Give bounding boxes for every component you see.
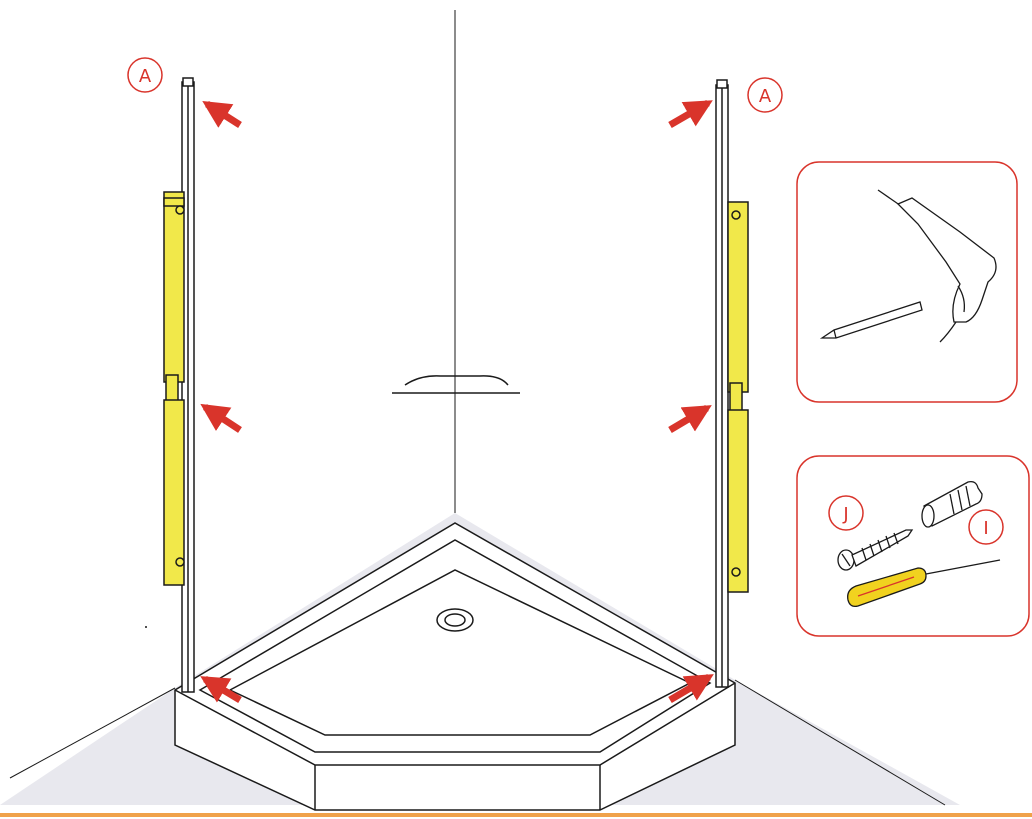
bottom-divider xyxy=(0,813,1032,817)
pencil-icon xyxy=(819,301,923,339)
arrow-right-bottom xyxy=(668,673,714,704)
callout-a-right: A xyxy=(747,77,783,113)
arrow-left-top xyxy=(202,100,242,128)
callout-j-label: J xyxy=(842,504,848,525)
left-wall-profile xyxy=(181,77,195,693)
drill-icon xyxy=(877,189,997,343)
arrow-left-bottom xyxy=(200,675,242,704)
floor-line-right xyxy=(734,679,946,806)
right-wall-profile xyxy=(715,79,729,688)
callout-a-left: A xyxy=(127,57,163,93)
callout-a-left-label: A xyxy=(139,66,152,87)
callout-a-right-label: A xyxy=(759,86,772,107)
wall-plug-icon xyxy=(921,480,983,528)
instruction-arrows xyxy=(200,99,714,704)
tools-panel xyxy=(796,161,1018,403)
arrow-right-middle xyxy=(668,404,712,434)
left-spirit-level xyxy=(163,191,185,586)
screw-icon xyxy=(837,529,914,571)
stray-dot xyxy=(145,626,147,628)
shower-tray xyxy=(174,375,736,811)
callout-j: J xyxy=(828,495,864,531)
callout-i: I xyxy=(968,509,1004,545)
arrow-left-middle xyxy=(200,403,242,433)
screwdriver-icon xyxy=(847,559,1001,608)
right-spirit-level xyxy=(727,201,749,593)
hardware-panel: J I xyxy=(796,455,1030,637)
floor-line-left xyxy=(9,687,176,779)
arrow-right-top xyxy=(668,99,713,129)
callout-i-label: I xyxy=(983,518,988,539)
